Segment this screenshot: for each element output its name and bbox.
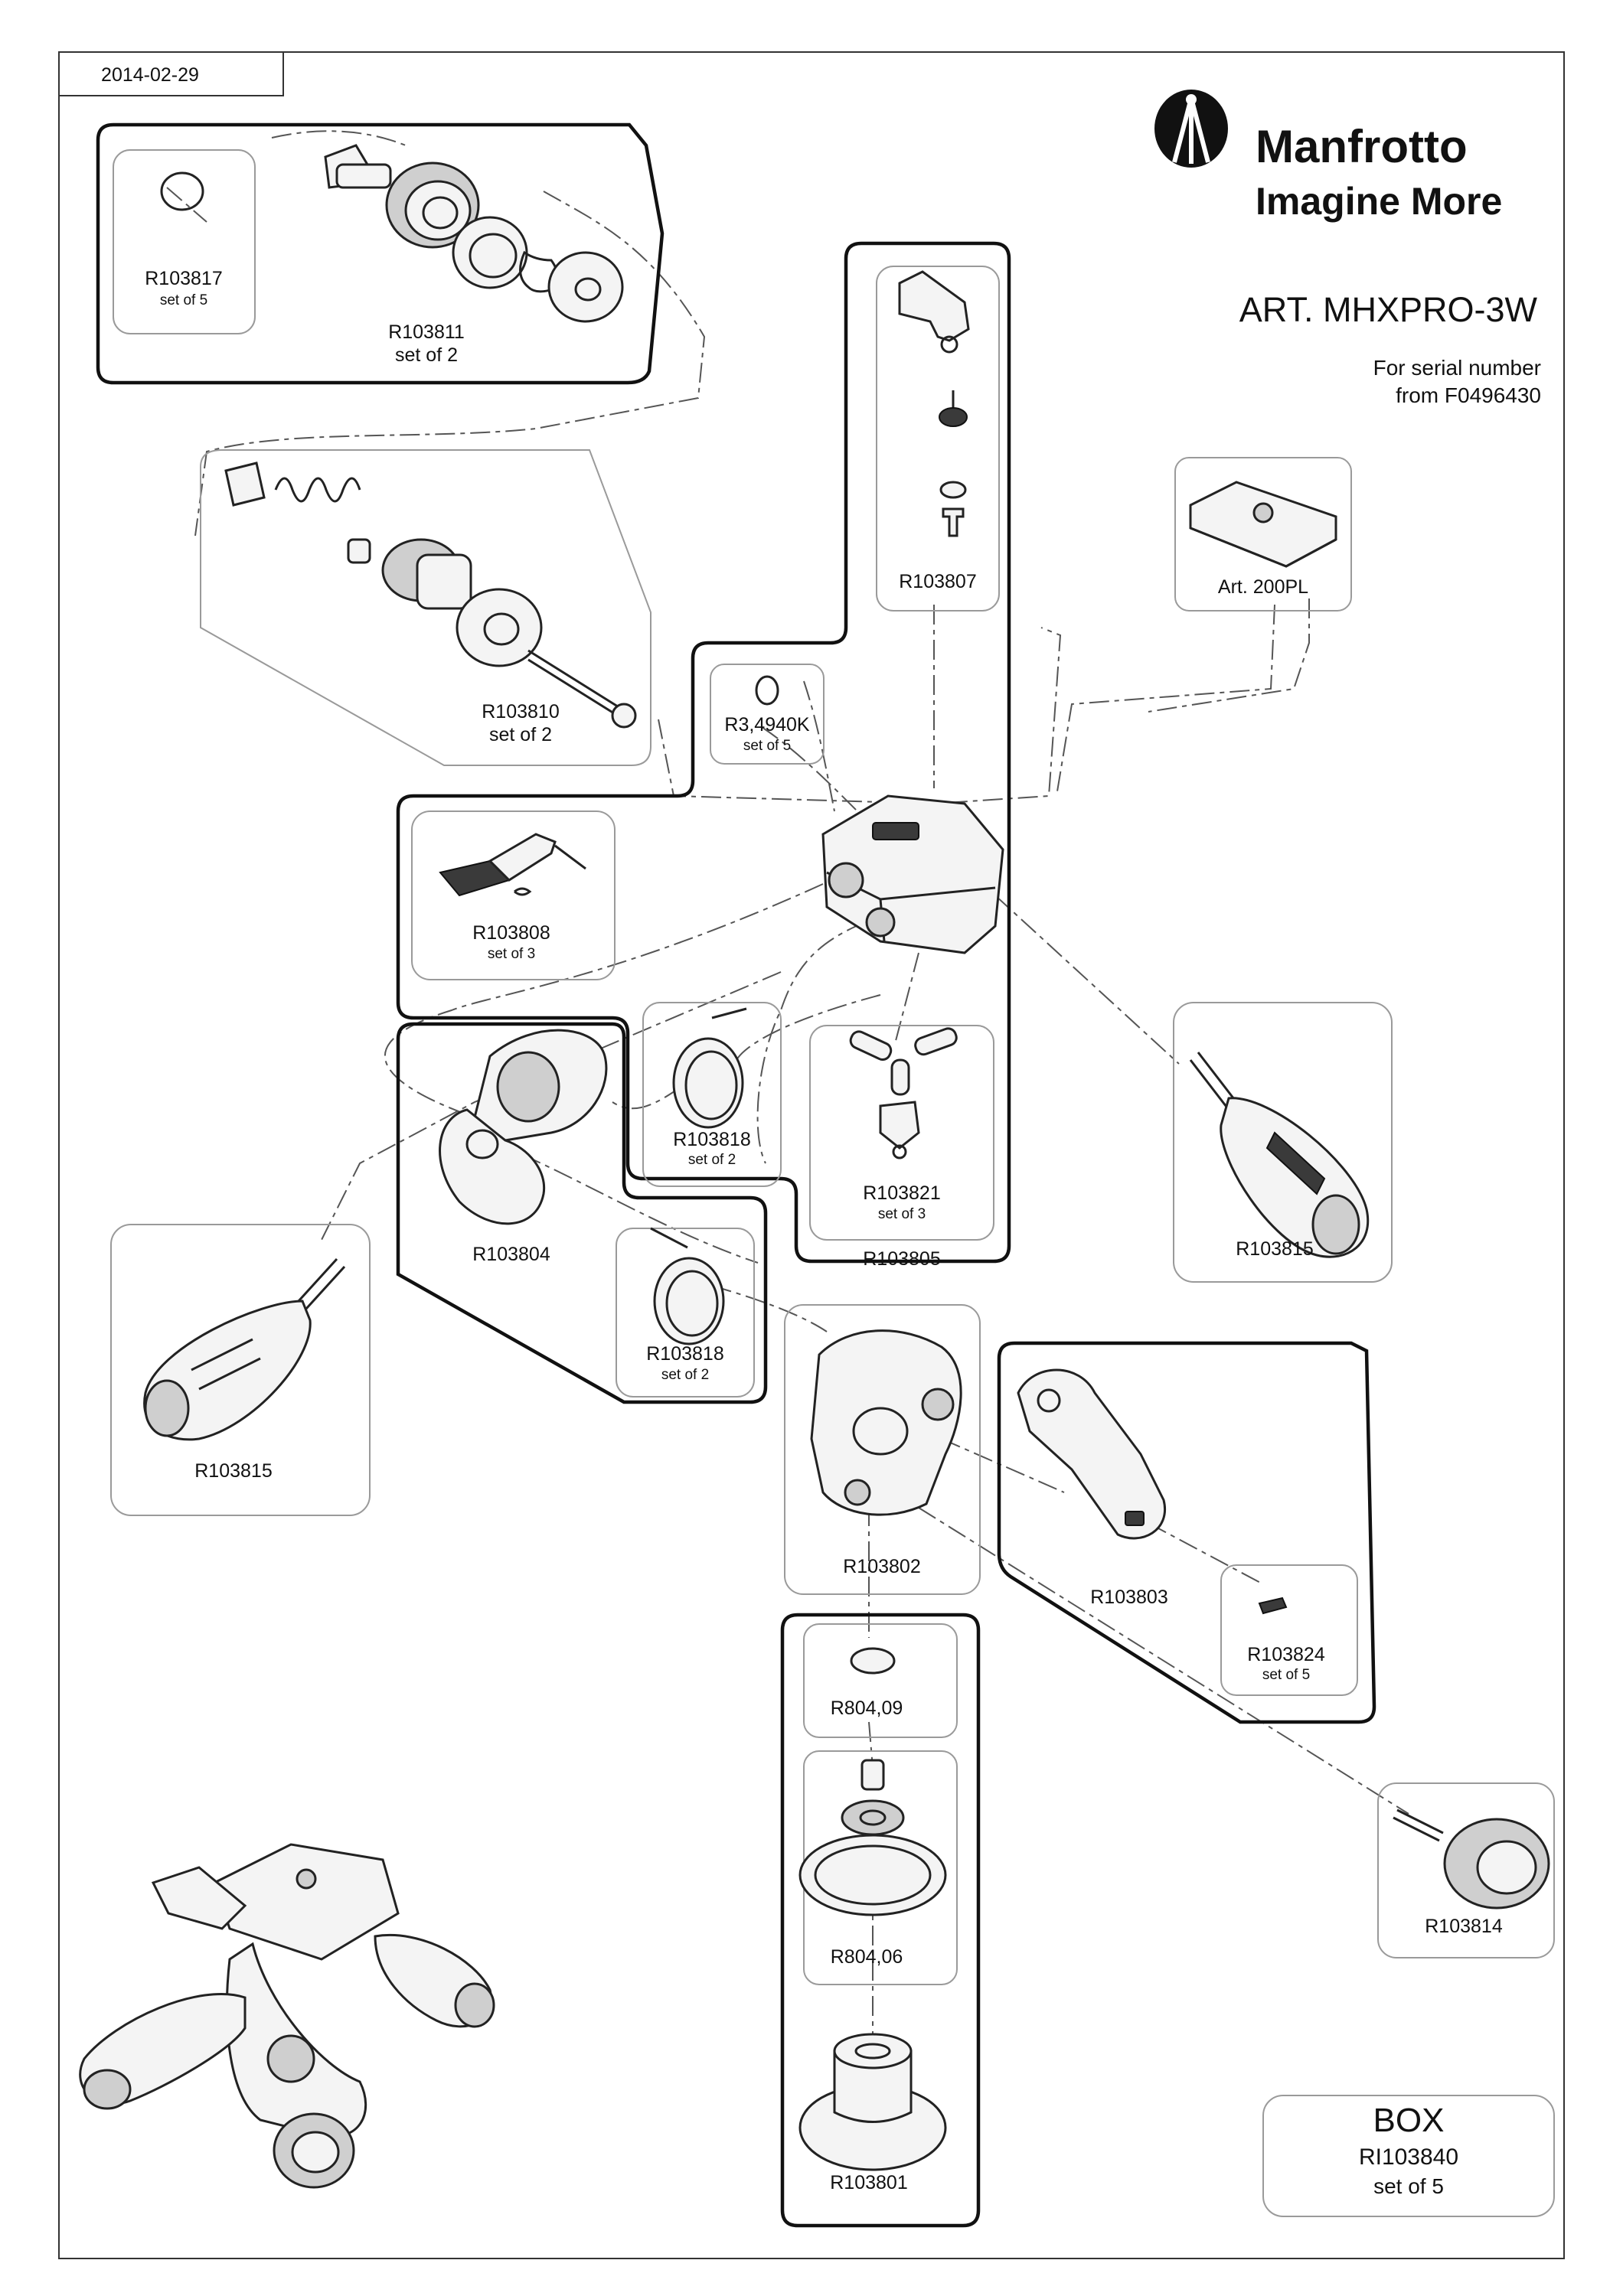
panel-r103802: [784, 1304, 981, 1595]
spring-shaft-assembly-icon: [224, 461, 637, 729]
label-r103817-qty: set of 5: [160, 292, 207, 308]
label-art200pl-code: Art. 200PL: [1218, 576, 1308, 598]
label-r804-09-code: R804,09: [831, 1698, 903, 1719]
label-r103808-code: R103808: [472, 922, 550, 944]
head-base-icon: [798, 2033, 947, 2171]
drawing-date: 2014-02-29: [101, 64, 199, 86]
date-tab: [59, 51, 284, 96]
label-r103811-qty: set of 2: [395, 344, 458, 366]
group-r103804: [396, 1022, 768, 1404]
label-r103801-code: R103801: [830, 2172, 907, 2193]
label-r103810-code: R103810: [482, 701, 559, 722]
panel-r804-09: [803, 1623, 958, 1738]
release-lever-icon: [898, 270, 970, 537]
label-r103810-qty: set of 2: [489, 724, 552, 745]
lock-knob-icon: [1393, 1808, 1550, 1910]
label-r103807-code: R103807: [899, 571, 976, 592]
retaining-ring-icon: [650, 1227, 725, 1345]
page-frame: [58, 51, 1565, 2259]
part-panels: [110, 149, 1555, 2217]
panel-r103821: [809, 1025, 994, 1241]
knob-ring-assembly-icon: [324, 144, 624, 323]
head-upper-body-icon: [821, 794, 1004, 954]
label-r103824-qty: set of 5: [1262, 1667, 1310, 1683]
label-r103804-code: R103804: [472, 1244, 550, 1265]
serial-line-1: For serial number: [1373, 356, 1541, 380]
serial-line-2: from F0496430: [1396, 383, 1541, 407]
box-qty: set of 5: [1373, 2174, 1444, 2198]
label-r103808-qty: set of 3: [488, 946, 535, 962]
panel-r103818a: [642, 1002, 782, 1187]
panel-r103824: [1220, 1564, 1358, 1696]
small-oring-icon: [755, 675, 779, 706]
panel-r103817: [113, 149, 256, 334]
assembled-3way-head-icon: [79, 1843, 495, 2189]
label-r103811-code: R103811: [388, 321, 465, 343]
panel-r103814: [1377, 1782, 1555, 1958]
head-lower-body-icon: [810, 1329, 962, 1516]
handle-grip-icon: [143, 1257, 346, 1441]
label-r103818b-qty: set of 2: [661, 1367, 709, 1383]
label-r103815-left-code: R103815: [194, 1460, 272, 1482]
small-tag-icon: [1258, 1596, 1288, 1615]
part-drawings: [79, 144, 1550, 2189]
label-r103821-qty: set of 3: [878, 1206, 926, 1222]
latch-clip-icon: [439, 833, 586, 897]
panel-box: [1262, 2095, 1555, 2217]
panel-r103815-right: [1173, 1002, 1393, 1283]
label-r34940k-code: R3,4940K: [724, 714, 810, 735]
oring-icon: [160, 171, 204, 211]
manfrotto-logo: Manfrotto Imagine More: [1154, 90, 1502, 223]
panel-r103808: [411, 810, 616, 980]
disc-icon: [850, 1647, 896, 1675]
group-outlines: [96, 122, 1376, 2228]
brand-tagline: Imagine More: [1256, 180, 1502, 223]
retaining-ring-icon: [672, 1007, 747, 1129]
label-r103824-code: R103824: [1247, 1644, 1325, 1665]
label-r103817-code: R103817: [145, 268, 222, 289]
label-r34940k-qty: set of 5: [743, 738, 791, 754]
label-r103818b-code: R103818: [646, 1343, 723, 1365]
group-r103805: [396, 241, 1011, 1264]
box-code: RI103840: [1359, 2144, 1458, 2170]
brand-name: Manfrotto: [1256, 121, 1468, 172]
pin-set-icon: [849, 1027, 958, 1159]
panel-r34940k: [710, 664, 825, 765]
pan-yoke-icon: [439, 1029, 608, 1225]
label-r103803-code: R103803: [1090, 1587, 1167, 1608]
screw-washer-ring-icon: [798, 1759, 947, 1916]
box-title: BOX: [1373, 2102, 1445, 2139]
manfrotto-tripod-icon: [1154, 90, 1228, 168]
label-r804-06-code: R804,06: [831, 1946, 903, 1968]
panel-r103810: [200, 449, 651, 766]
label-r103821-code: R103821: [863, 1182, 940, 1204]
quick-release-plate-icon: [1189, 481, 1337, 568]
part-labels: R103817 set of 5 R103811 set of 2 R10381…: [145, 268, 1503, 2198]
group-r103801: [780, 1613, 981, 2228]
label-r103814-code: R103814: [1425, 1916, 1503, 1937]
panel-r103818b: [616, 1228, 755, 1397]
article-number: ART. MHXPRO-3W: [1239, 290, 1538, 329]
panel-r103815-left: [110, 1224, 371, 1516]
label-r103815-right-code: R103815: [1236, 1238, 1313, 1260]
label-r103818a-qty: set of 2: [688, 1152, 736, 1168]
panel-r103807: [876, 266, 1000, 612]
crank-arm-icon: [1017, 1368, 1167, 1540]
label-r103818a-code: R103818: [673, 1129, 750, 1150]
label-r103805-code: R103805: [863, 1248, 940, 1270]
group-r103811: [96, 122, 665, 385]
handle-grip-icon: [1189, 1052, 1370, 1258]
label-r103802-code: R103802: [843, 1556, 920, 1577]
panel-art200pl: [1174, 457, 1352, 612]
group-r103803: [997, 1341, 1376, 1724]
